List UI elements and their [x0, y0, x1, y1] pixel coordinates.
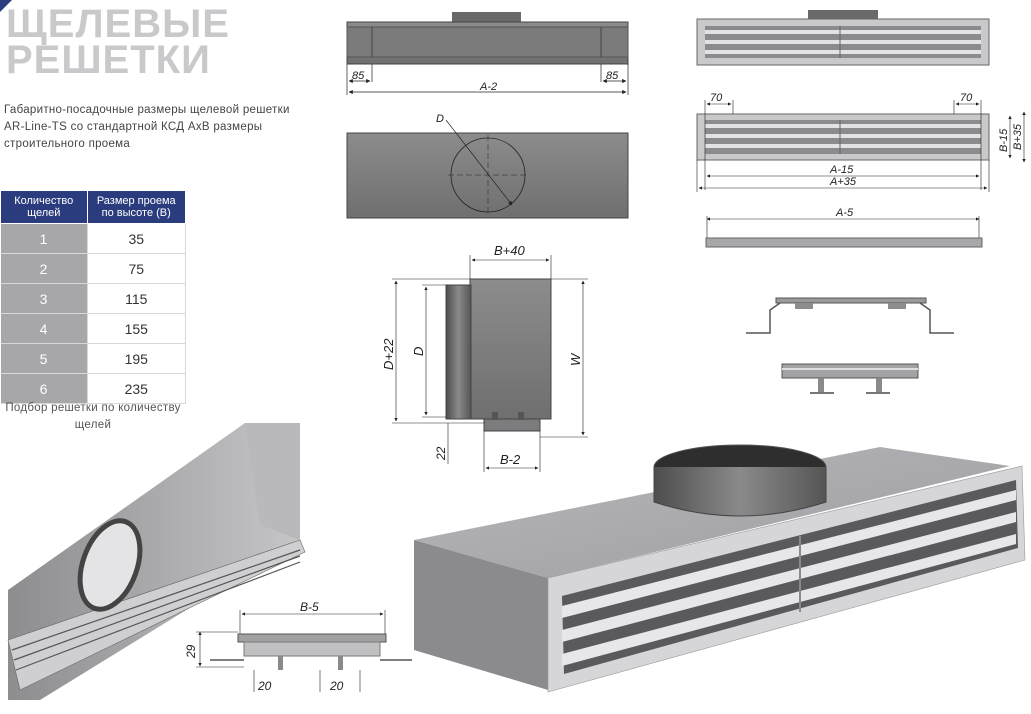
title-line-2: РЕШЕТКИ: [6, 38, 211, 82]
dim-front-right: 85: [606, 70, 619, 82]
table-row: 4 155: [0, 313, 186, 344]
grille-side-drawing: [705, 216, 983, 248]
header-height: Размер проема по высоте (B): [86, 190, 186, 224]
dim-grille-a5: A-5: [835, 207, 854, 219]
title-line-1: ЩЕЛЕВЫЕ: [6, 2, 230, 46]
cell-slots: 2: [0, 253, 87, 284]
dim-side-b40: B+40: [494, 243, 525, 258]
dim-side-w: W: [568, 352, 583, 366]
dim-sect-20a: 20: [257, 679, 272, 693]
table-row: 3 115: [0, 283, 186, 314]
slot-size-table: Количество щелей Размер проема по высоте…: [0, 190, 186, 404]
cell-height: 115: [86, 283, 186, 314]
profile-sections: [746, 297, 954, 394]
dim-sect-20b: 20: [329, 679, 344, 693]
dim-side-b2: B-2: [500, 452, 521, 467]
dim-front-left: 85: [352, 70, 365, 82]
table-header-row: Количество щелей Размер проема по высоте…: [0, 190, 186, 224]
corner-accent: [0, 0, 12, 12]
cell-slots: 4: [0, 313, 87, 344]
grille-dimension-drawing: [696, 100, 1026, 192]
dim-grille-a15: A-15: [829, 164, 854, 176]
front-view-drawing: [346, 12, 629, 95]
header-slots: Количество щелей: [0, 190, 88, 224]
dim-grille-right: 70: [960, 92, 973, 104]
top-view-drawing: [346, 119, 629, 219]
dim-sect-29: 29: [184, 644, 198, 659]
table-row: 6 235: [0, 373, 186, 404]
dim-grille-a35: A+35: [829, 176, 857, 188]
dim-side-22: 22: [434, 446, 448, 461]
plenum-render-large: [414, 444, 1026, 693]
dim-side-d: D: [411, 347, 426, 356]
dim-front-width: A-2: [479, 81, 497, 93]
dim-grille-b15: B-15: [998, 128, 1010, 152]
cell-height: 155: [86, 313, 186, 344]
dim-grille-b35: B+35: [1012, 123, 1024, 150]
dim-side-d22: D+22: [381, 338, 396, 370]
cell-height: 35: [86, 223, 186, 254]
cell-height: 195: [86, 343, 186, 374]
side-section-drawing: [392, 255, 588, 472]
grille-front-drawing: [696, 10, 990, 66]
cell-height: 75: [86, 253, 186, 284]
cell-slots: 5: [0, 343, 87, 374]
table-row: 2 75: [0, 253, 186, 284]
cell-slots: 1: [0, 223, 87, 254]
table-row: 5 195: [0, 343, 186, 374]
cell-height: 235: [86, 373, 186, 404]
dim-top-d: D: [436, 113, 444, 125]
description-text: Габаритно-посадочные размеры щелевой реш…: [4, 104, 290, 150]
plenum-render-small: [7, 423, 306, 700]
page-title: ЩЕЛЕВЫЕ РЕШЕТКИ: [6, 2, 230, 82]
cell-slots: 3: [0, 283, 87, 314]
dim-grille-left: 70: [710, 92, 723, 104]
cell-slots: 6: [0, 373, 87, 404]
dim-sect-b5: B-5: [300, 600, 319, 614]
selection-note: Подбор решетки по количеству щелей: [5, 402, 181, 431]
bottom-section-drawing: [196, 610, 412, 692]
table-row: 1 35: [0, 223, 186, 254]
